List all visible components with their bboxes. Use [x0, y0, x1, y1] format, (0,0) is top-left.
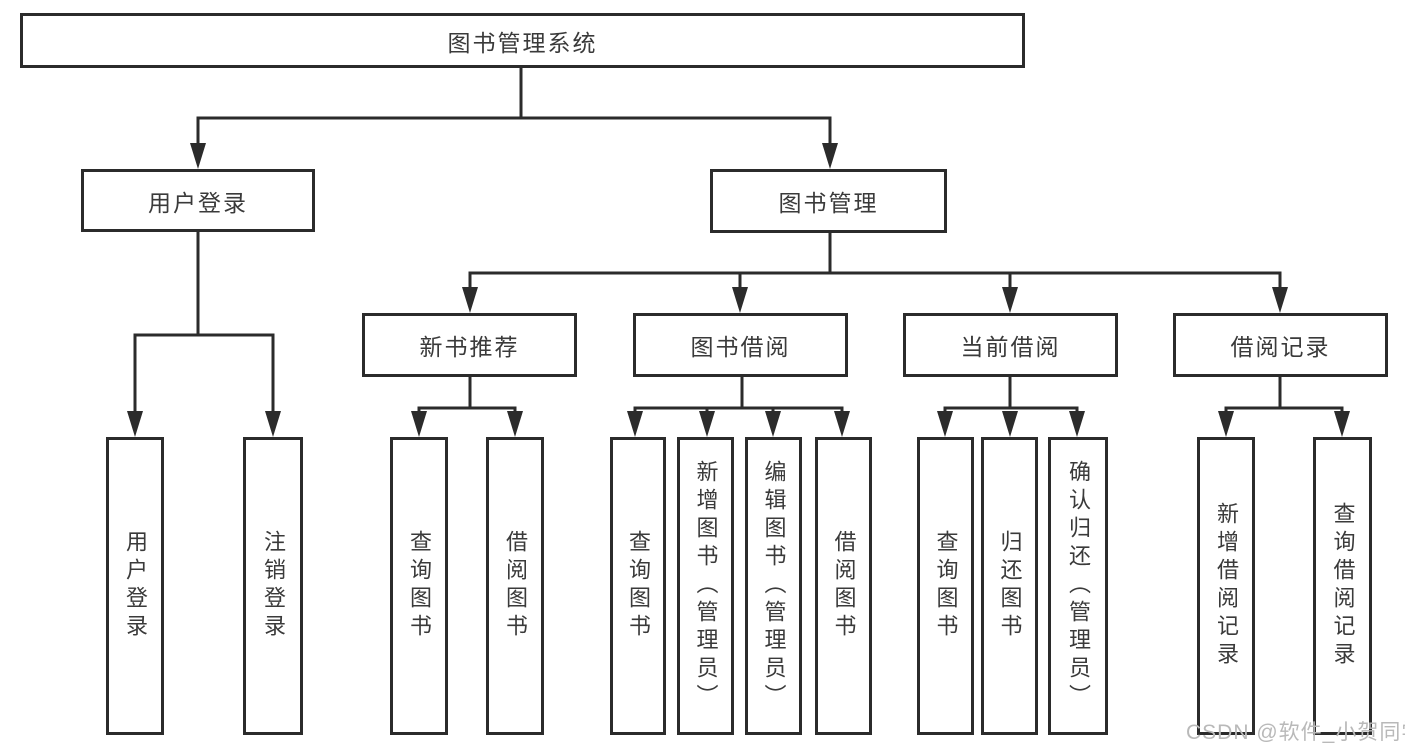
leaf-user-login: 用户登录 [106, 437, 164, 735]
leaf-label: 借阅图书 [831, 530, 857, 642]
leaf-label: 归还图书 [997, 530, 1023, 642]
leaf-label: 查询图书 [626, 530, 651, 642]
leaf-label: 查询借阅记录 [1330, 502, 1356, 670]
leaf-return-books: 归还图书 [981, 437, 1038, 735]
node-root-system: 图书管理系统 [20, 13, 1025, 68]
leaf-label: 新增图书（管理员） [693, 460, 719, 712]
leaf-query-books-recommend: 查询图书 [390, 437, 448, 735]
csdn-watermark: CSDN @软件_小贺同学 [1186, 721, 1405, 744]
node-user-login: 用户登录 [81, 169, 315, 232]
leaf-label: 确认归还（管理员） [1066, 460, 1091, 712]
leaf-borrow-books-recommend: 借阅图书 [486, 437, 544, 735]
leaf-label: 借阅图书 [503, 530, 528, 642]
leaf-label: 查询图书 [933, 530, 959, 642]
leaf-query-borrow-record: 查询借阅记录 [1313, 437, 1372, 735]
leaf-query-books-borrowing: 查询图书 [610, 437, 666, 735]
arrowheads [127, 143, 1350, 437]
node-borrowing-records: 借阅记录 [1173, 313, 1388, 377]
leaf-label: 查询图书 [407, 530, 432, 642]
leaf-label: 编辑图书（管理员） [761, 460, 787, 712]
leaf-confirm-return-admin: 确认归还（管理员） [1048, 437, 1108, 735]
leaf-logout: 注销登录 [243, 437, 303, 735]
leaf-label: 新增借阅记录 [1214, 502, 1239, 670]
leaf-label: 用户登录 [123, 530, 148, 642]
leaf-borrow-books-borrowing: 借阅图书 [815, 437, 872, 735]
leaf-edit-books-admin: 编辑图书（管理员） [745, 437, 802, 735]
leaf-query-books-current: 查询图书 [917, 437, 974, 735]
leaf-add-borrow-record: 新增借阅记录 [1197, 437, 1255, 735]
leaf-label: 注销登录 [261, 530, 286, 642]
leaf-add-books-admin: 新增图书（管理员） [677, 437, 734, 735]
node-book-management: 图书管理 [710, 169, 947, 233]
node-book-borrowing: 图书借阅 [633, 313, 848, 377]
node-current-borrowing: 当前借阅 [903, 313, 1118, 377]
node-new-book-recommend: 新书推荐 [362, 313, 577, 377]
